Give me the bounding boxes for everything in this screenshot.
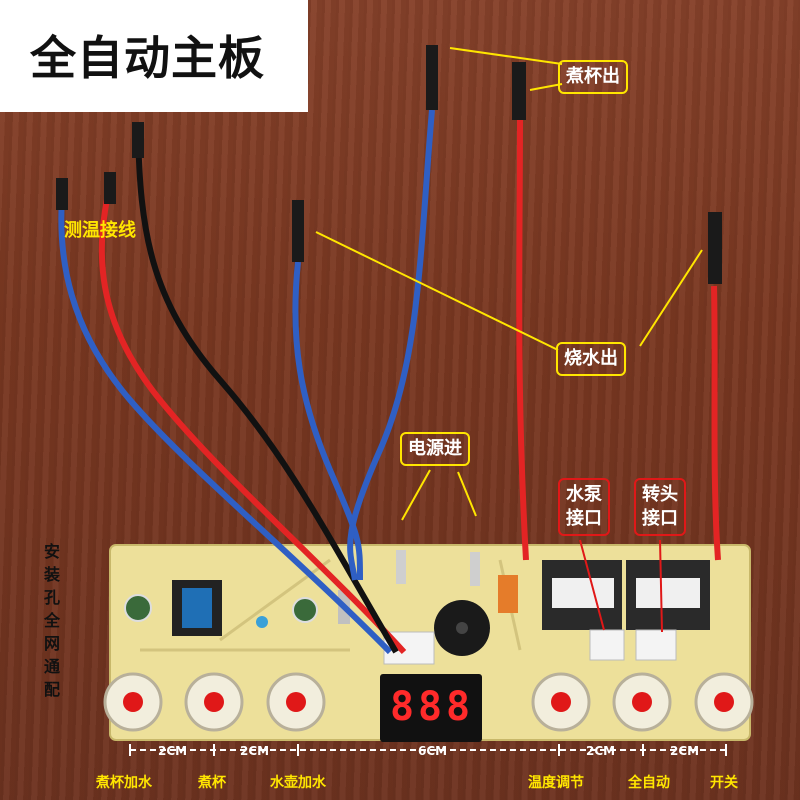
label-button-kettle-water: 水壶加水	[270, 775, 326, 791]
wire-red-1	[98, 184, 407, 655]
arrow-power-in-1	[401, 469, 431, 521]
dimension-1: 2CM	[158, 744, 188, 758]
led-button-cup-water	[103, 672, 163, 732]
arrow-boil-out-2	[639, 249, 703, 347]
arrow-turn	[659, 539, 663, 633]
led-button-temp	[531, 672, 591, 732]
connector-turn	[635, 629, 677, 661]
power-terminal-right	[470, 552, 480, 586]
label-button-switch: 开关	[710, 775, 738, 791]
label-turn-port-line2: 接口	[642, 508, 678, 529]
label-mounting-holes: 安装孔全网通配	[44, 542, 61, 699]
terminal-2	[104, 172, 116, 204]
capacitor-small	[256, 616, 268, 628]
title-panel: 全自动主板	[0, 0, 308, 112]
wire-red-2	[516, 117, 529, 561]
label-pump-port-line1: 水泵	[566, 484, 602, 505]
led-button-kettle-water	[266, 672, 326, 732]
capacitor-2	[292, 597, 318, 623]
dimension-3: 6CM	[418, 744, 448, 758]
terminal-6	[512, 62, 526, 120]
display-digit-1: 8	[390, 684, 415, 730]
dimension-5: 2CM	[670, 744, 700, 758]
arrow-pump	[579, 539, 605, 631]
capacitor-1	[124, 594, 152, 622]
label-button-cup-water: 煮杯加水	[96, 775, 152, 791]
wire-blue-2	[292, 261, 363, 581]
label-pump-port: 水泵 接口	[558, 478, 610, 536]
terminal-1	[56, 178, 68, 210]
connector-pump	[589, 629, 625, 661]
relay-turn-label	[636, 578, 700, 608]
dimension-ticks	[129, 744, 727, 756]
transformer-core	[182, 588, 212, 628]
label-turn-port: 转头 接口	[634, 478, 686, 536]
wire-black	[135, 129, 399, 654]
arrow-cup-out-2	[529, 83, 563, 91]
page-title: 全自动主板	[30, 31, 265, 85]
buzzer-hole	[456, 622, 468, 634]
led-display: 8 8 8	[380, 674, 482, 742]
led-button-switch	[694, 672, 754, 732]
arrow-power-in-2	[457, 471, 477, 517]
display-digit-2: 8	[418, 684, 443, 730]
power-terminal-left	[396, 550, 406, 584]
label-power-in: 电源进	[400, 432, 470, 466]
arrow-boil-out-1	[315, 231, 559, 351]
dimension-2: 2CM	[240, 744, 270, 758]
display-digit-3: 8	[446, 684, 471, 730]
wire-blue-3	[347, 109, 435, 581]
label-cup-out: 煮杯出	[558, 60, 628, 94]
dimension-4: 2CM	[586, 744, 616, 758]
led-button-cup	[184, 672, 244, 732]
terminal-5	[426, 45, 438, 110]
terminal-7	[708, 212, 722, 284]
terminal-4	[292, 200, 304, 262]
relay-pump-label	[552, 578, 614, 608]
label-button-auto: 全自动	[628, 775, 670, 791]
led-button-auto	[612, 672, 672, 732]
terminal-3	[132, 122, 144, 158]
label-boil-out: 烧水出	[556, 342, 626, 376]
fuse	[498, 575, 518, 613]
arrow-cup-out-1	[449, 47, 563, 65]
label-button-temp: 温度调节	[528, 775, 584, 791]
wire-red-3	[711, 285, 721, 561]
wire-blue-1	[58, 197, 393, 655]
label-button-cup: 煮杯	[198, 775, 226, 791]
label-temp-wires: 测温接线	[64, 220, 136, 241]
label-turn-port-line1: 转头	[642, 484, 678, 505]
label-pump-port-line2: 接口	[566, 508, 602, 529]
